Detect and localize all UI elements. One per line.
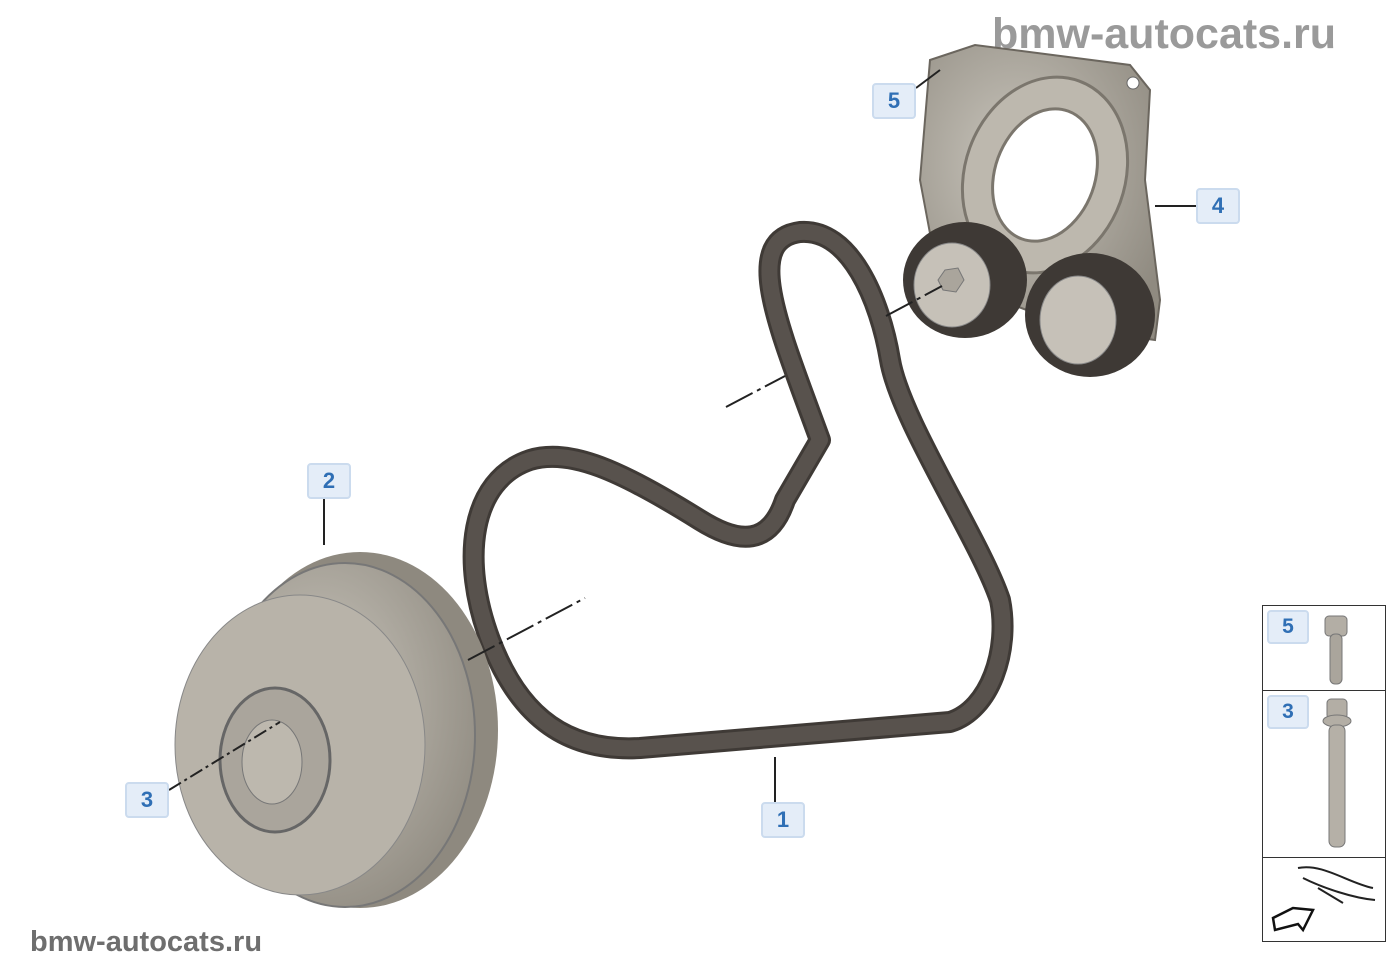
side-panel-item-5[interactable]: 5 xyxy=(1263,606,1385,691)
callout-2[interactable]: 2 xyxy=(307,463,351,499)
side-panel-item-3[interactable]: 3 xyxy=(1263,691,1385,858)
vehicle-front-arrow-icon[interactable] xyxy=(1263,858,1385,941)
callout-1[interactable]: 1 xyxy=(761,802,805,838)
side-callout-5[interactable]: 5 xyxy=(1267,610,1309,644)
callout-3[interactable]: 3 xyxy=(125,782,169,818)
leader-lines xyxy=(168,69,1196,802)
bolt-long-icon xyxy=(1322,698,1352,848)
side-callout-3[interactable]: 3 xyxy=(1267,695,1309,729)
tensioner-assembly-drawing xyxy=(903,43,1162,377)
watermark-bottom: bmw-autocats.ru xyxy=(30,926,263,958)
callout-5[interactable]: 5 xyxy=(872,83,916,119)
ribbed-v-belt-drawing xyxy=(462,220,1014,760)
vibration-damper-drawing xyxy=(174,552,498,908)
bolt-short-icon xyxy=(1324,615,1348,685)
callout-4[interactable]: 4 xyxy=(1196,188,1240,224)
watermark-top: bmw-autocats.ru xyxy=(992,10,1337,58)
side-parts-panel: 5 3 xyxy=(1262,605,1386,942)
